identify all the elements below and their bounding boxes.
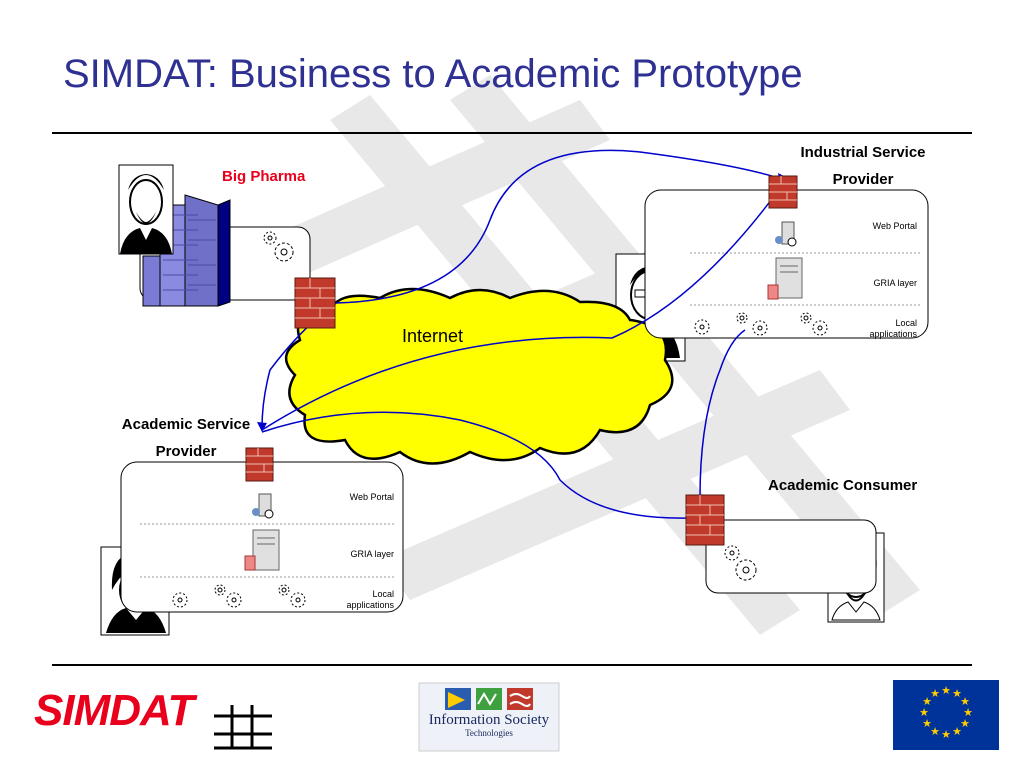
- gear-icon: [752, 320, 768, 336]
- academic-web-portal-label: Web Portal: [349, 492, 394, 502]
- gear-icon: [694, 319, 710, 335]
- server-icon: [767, 257, 803, 300]
- gear-icon: [290, 592, 306, 608]
- web-server-icon: [252, 493, 274, 519]
- svg-text:★: ★: [919, 706, 929, 719]
- academic-local-line1: Local: [372, 589, 394, 599]
- svg-text:★: ★: [963, 706, 973, 719]
- gear-icon: [724, 545, 740, 561]
- simdat-logo: SIMDAT: [34, 686, 194, 735]
- svg-text:★: ★: [952, 725, 962, 738]
- academic-consumer-panel: [705, 519, 877, 594]
- industrial-local-applications-label: Local applications: [840, 318, 917, 340]
- academic-consumer-label: Academic Consumer: [768, 477, 918, 494]
- internet-cloud: [285, 287, 674, 465]
- svg-text:★: ★: [941, 728, 951, 741]
- academic-provider-label-line1: Academic Service: [121, 416, 251, 433]
- industrial-web-portal-label: Web Portal: [872, 221, 917, 231]
- industrial-provider-label: Industrial Service Provider: [788, 139, 938, 193]
- gear-icon: [172, 592, 188, 608]
- academic-local-line2: applications: [346, 600, 394, 610]
- firewall-icon: [685, 494, 725, 546]
- firewall-icon: [294, 277, 336, 329]
- ist-logo-line1: Information Society: [428, 712, 550, 728]
- top-divider: [52, 132, 972, 134]
- academic-provider-label: Academic Service Provider: [110, 411, 262, 465]
- page-title: SIMDAT: Business to Academic Prototype: [63, 52, 803, 96]
- bottom-divider: [52, 664, 972, 666]
- industrial-gria-layer-label: GRIA layer: [873, 278, 917, 288]
- svg-text:★: ★: [960, 717, 970, 730]
- firewall-icon: [245, 447, 274, 482]
- svg-text:★: ★: [930, 687, 940, 700]
- gear-icon: [812, 320, 828, 336]
- academic-provider-label-line2: Provider: [155, 443, 217, 460]
- gear-icon: [736, 312, 748, 324]
- ist-logo-text: Information Society Technologies: [419, 713, 559, 739]
- firewall-icon: [768, 175, 798, 209]
- svg-text:★: ★: [922, 695, 932, 708]
- svg-text:★: ★: [930, 725, 940, 738]
- gear-icon: [263, 231, 277, 245]
- academic-gria-layer-label: GRIA layer: [350, 549, 394, 559]
- web-server-icon: [775, 221, 797, 247]
- svg-text:★: ★: [941, 684, 951, 697]
- gear-icon: [226, 592, 242, 608]
- gear-icon: [214, 584, 226, 596]
- person-portrait-icon: [118, 164, 174, 255]
- industrial-local-line2: applications: [869, 329, 917, 339]
- eu-flag-icon: ★★★ ★★★ ★★★ ★★★: [893, 680, 999, 750]
- academic-local-applications-label: Local applications: [318, 589, 394, 611]
- internet-label: Internet: [402, 326, 464, 346]
- industrial-provider-label-line2: Provider: [832, 171, 894, 188]
- gear-icon: [800, 312, 812, 324]
- ist-logo-line2: Technologies: [465, 728, 513, 738]
- industrial-local-line1: Local: [895, 318, 917, 328]
- industrial-provider-label-line1: Industrial Service: [800, 144, 926, 161]
- gear-icon: [274, 242, 294, 262]
- simdat-hash-icon: [214, 705, 272, 750]
- server-icon: [244, 529, 280, 571]
- gear-icon: [278, 584, 290, 596]
- gear-icon: [735, 559, 757, 581]
- svg-text:★: ★: [960, 695, 970, 708]
- svg-text:★: ★: [922, 717, 932, 730]
- svg-text:★: ★: [952, 687, 962, 700]
- ist-logo-icon: [418, 682, 560, 752]
- big-pharma-label: Big Pharma: [222, 168, 306, 185]
